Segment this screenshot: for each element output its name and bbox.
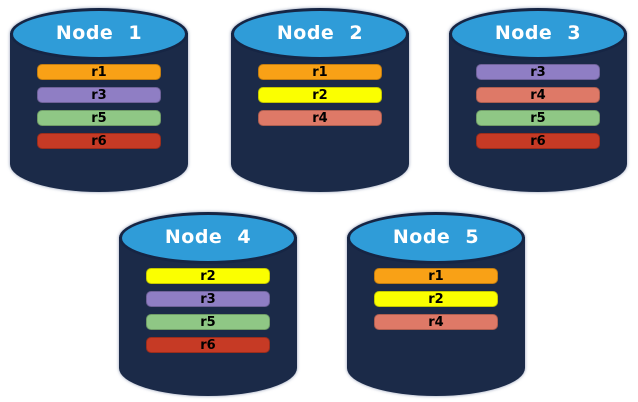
replica-bar-r6: r6: [37, 133, 161, 149]
replica-bar-r1: r1: [37, 64, 161, 80]
replica-bar-r2: r2: [146, 268, 270, 284]
replica-bar-r5: r5: [476, 110, 600, 126]
node-title: Node 1: [55, 22, 143, 44]
db-node-3: Node 3 r3 r4 r5 r6: [449, 8, 627, 192]
replica-bar-r4: r4: [258, 110, 382, 126]
replica-bar-r1: r1: [258, 64, 382, 80]
replica-bar-r1: r1: [374, 268, 498, 284]
replica-bar-list: r1 r2 r4: [374, 268, 498, 330]
replica-bar-list: r3 r4 r5 r6: [476, 64, 600, 149]
db-node-1: Node 1 r1 r3 r5 r6: [10, 8, 188, 192]
node-title: Node 4: [164, 226, 252, 248]
cylinder-top: Node 2: [231, 8, 409, 60]
replica-bar-r3: r3: [146, 291, 270, 307]
replica-bar-r6: r6: [146, 337, 270, 353]
cylinder-top: Node 4: [119, 212, 297, 264]
replica-bar-r5: r5: [37, 110, 161, 126]
db-node-2: Node 2 r1 r2 r4: [231, 8, 409, 192]
node-title: Node 5: [392, 226, 480, 248]
replica-bar-r6: r6: [476, 133, 600, 149]
replica-bar-r2: r2: [258, 87, 382, 103]
db-node-4: Node 4 r2 r3 r5 r6: [119, 212, 297, 396]
replica-bar-list: r1 r3 r5 r6: [37, 64, 161, 149]
cylinder-top: Node 1: [10, 8, 188, 60]
node-title: Node 2: [276, 22, 364, 44]
cylinder-top: Node 5: [347, 212, 525, 264]
replica-bar-list: r1 r2 r4: [258, 64, 382, 126]
replica-bar-r2: r2: [374, 291, 498, 307]
node-title: Node 3: [494, 22, 582, 44]
replica-bar-list: r2 r3 r5 r6: [146, 268, 270, 353]
db-node-5: Node 5 r1 r2 r4: [347, 212, 525, 396]
replica-bar-r4: r4: [476, 87, 600, 103]
replica-bar-r3: r3: [37, 87, 161, 103]
replica-bar-r5: r5: [146, 314, 270, 330]
cylinder-top: Node 3: [449, 8, 627, 60]
replica-bar-r4: r4: [374, 314, 498, 330]
replica-bar-r3: r3: [476, 64, 600, 80]
